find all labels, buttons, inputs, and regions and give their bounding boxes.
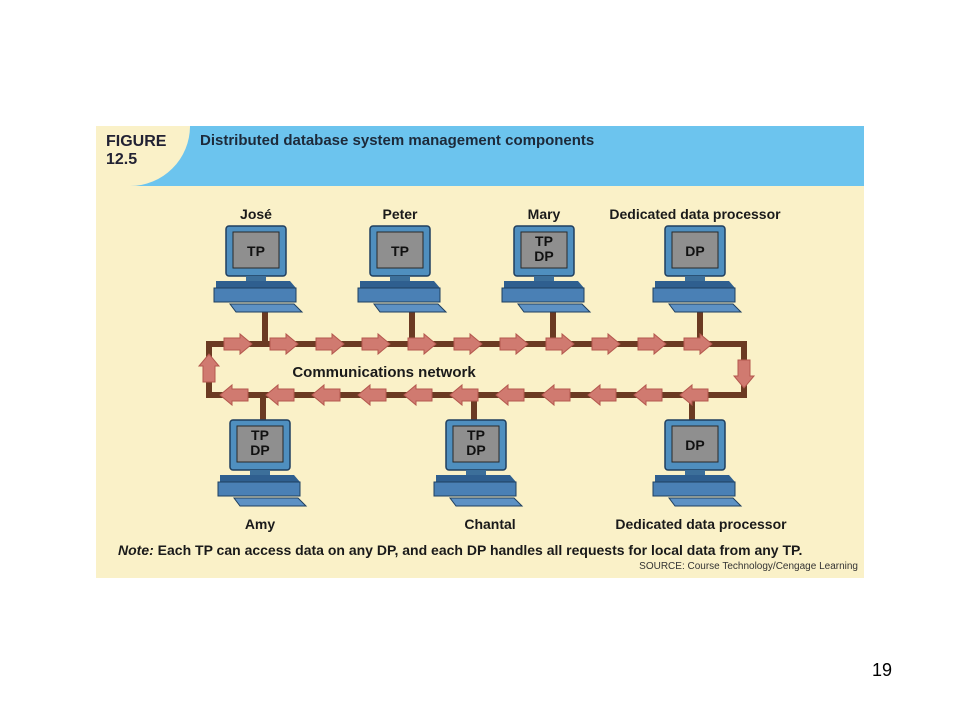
system-unit-dp_bottom xyxy=(655,475,735,482)
keyboard-dp_top xyxy=(668,303,743,313)
role-label-chantal-1: DP xyxy=(466,442,485,458)
screen-dp_bottom xyxy=(671,425,719,463)
keyboard-amy xyxy=(233,497,308,507)
monitor-stand-dp_top xyxy=(685,276,705,281)
figure-note: Note: Each TP can access data on any DP,… xyxy=(118,542,802,558)
arrow-top-7 xyxy=(545,332,575,356)
arrow-top-1 xyxy=(269,332,299,356)
arrow-bottom-1 xyxy=(265,383,295,407)
keyboard-mary xyxy=(517,303,592,313)
system-unit-chantal xyxy=(436,475,516,482)
note-text: Each TP can access data on any DP, and e… xyxy=(153,542,803,558)
node-label-chantal: Chantal xyxy=(464,516,516,532)
system-unit-peter xyxy=(360,281,440,288)
arrow-top-8 xyxy=(591,332,621,356)
arrow-right-0 xyxy=(732,359,756,389)
role-label-dp_top-0: DP xyxy=(685,243,704,259)
node-label-dp-top: Dedicated data processor xyxy=(609,206,781,222)
keyboard-jose xyxy=(229,303,304,313)
arrow-top-4 xyxy=(407,332,437,356)
system-unit-front-amy xyxy=(217,481,301,497)
monitor-stand-peter xyxy=(390,276,410,281)
arrow-top-9 xyxy=(637,332,667,356)
role-label-amy-1: DP xyxy=(250,442,269,458)
arrow-bottom-10 xyxy=(679,383,709,407)
computer-dp_top: DP xyxy=(652,225,743,313)
node-label-mary: Mary xyxy=(527,206,561,222)
role-label-amy-0: TP xyxy=(251,427,269,443)
screen-peter xyxy=(376,231,424,269)
role-label-jose-0: TP xyxy=(247,243,265,259)
monitor-stand-chantal xyxy=(466,470,486,475)
arrow-bottom-3 xyxy=(357,383,387,407)
source-credit: SOURCE: Course Technology/Cengage Learni… xyxy=(639,561,858,572)
arrow-bottom-9 xyxy=(633,383,663,407)
monitor-stand-mary xyxy=(534,276,554,281)
computer-dp_bottom: DP xyxy=(652,419,743,507)
monitor-stand-jose xyxy=(246,276,266,281)
figure-label: FIGURE xyxy=(106,133,167,150)
title-banner xyxy=(96,126,864,186)
role-label-mary-1: DP xyxy=(534,248,553,264)
computer-peter: TP xyxy=(357,225,448,313)
arrow-bottom-6 xyxy=(495,383,525,407)
node-label-peter: Peter xyxy=(382,206,418,222)
system-unit-front-dp_top xyxy=(652,287,736,303)
system-unit-front-peter xyxy=(357,287,441,303)
screen-amy xyxy=(236,425,284,463)
figure-title: Distributed database system management c… xyxy=(200,132,595,149)
role-label-dp_bottom-0: DP xyxy=(685,437,704,453)
figure-number: 12.5 xyxy=(106,151,138,168)
system-unit-front-mary xyxy=(501,287,585,303)
arrow-left-0 xyxy=(197,353,221,383)
note-prefix: Note: xyxy=(118,542,154,558)
role-label-mary-0: TP xyxy=(535,233,553,249)
system-unit-front-dp_bottom xyxy=(652,481,736,497)
system-unit-amy xyxy=(220,475,300,482)
network-label: Communications network xyxy=(292,364,476,381)
keyboard-chantal xyxy=(449,497,524,507)
system-unit-mary xyxy=(504,281,584,288)
computer-jose: TP xyxy=(213,225,304,313)
screen-mary xyxy=(520,231,568,269)
system-unit-front-chantal xyxy=(433,481,517,497)
system-unit-dp_top xyxy=(655,281,735,288)
node-label-amy: Amy xyxy=(244,516,276,532)
keyboard-dp_bottom xyxy=(668,497,743,507)
screen-chantal xyxy=(452,425,500,463)
arrow-bottom-2 xyxy=(311,383,341,407)
node-label-jose: José xyxy=(240,206,272,222)
keyboard-peter xyxy=(373,303,448,313)
arrow-top-0 xyxy=(223,332,253,356)
system-unit-front-jose xyxy=(213,287,297,303)
screen-jose xyxy=(232,231,280,269)
monitor-stand-dp_bottom xyxy=(685,470,705,475)
arrow-bottom-8 xyxy=(587,383,617,407)
arrow-bottom-7 xyxy=(541,383,571,407)
role-label-chantal-0: TP xyxy=(467,427,485,443)
system-unit-jose xyxy=(216,281,296,288)
arrow-bottom-4 xyxy=(403,383,433,407)
role-label-peter-0: TP xyxy=(391,243,409,259)
arrow-bottom-5 xyxy=(449,383,479,407)
arrow-top-2 xyxy=(315,332,345,356)
page-number: 19 xyxy=(872,660,893,680)
arrow-top-6 xyxy=(499,332,529,356)
arrow-top-10 xyxy=(683,332,713,356)
arrow-bottom-0 xyxy=(219,383,249,407)
node-label-dp-bottom: Dedicated data processor xyxy=(615,516,787,532)
arrow-top-3 xyxy=(361,332,391,356)
screen-dp_top xyxy=(671,231,719,269)
arrow-top-5 xyxy=(453,332,483,356)
monitor-stand-amy xyxy=(250,470,270,475)
